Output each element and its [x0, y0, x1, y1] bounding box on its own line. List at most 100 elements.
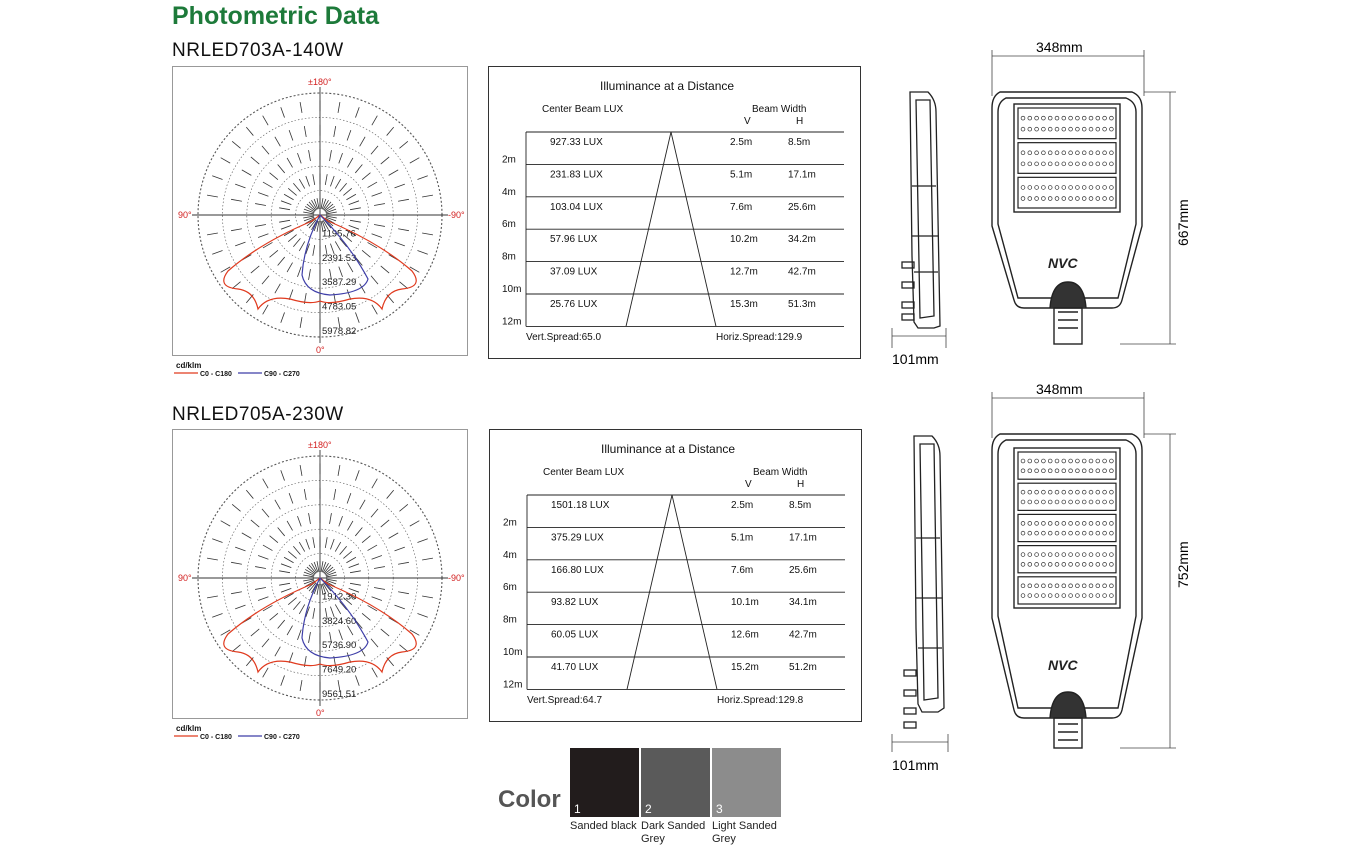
row-beam-h: 25.6m — [789, 565, 817, 576]
led-chip — [1088, 458, 1094, 464]
led-chip — [1027, 562, 1033, 567]
polar-spoke — [409, 266, 420, 273]
led-chip — [1095, 126, 1101, 132]
led-chip — [1054, 521, 1060, 526]
led-chip — [1075, 196, 1080, 201]
polar-spoke — [373, 587, 385, 590]
row-distance: 8m — [502, 252, 516, 263]
led-chip — [1088, 499, 1094, 505]
led-chip — [1088, 161, 1094, 167]
polar-spoke — [321, 198, 327, 210]
polar-spoke — [348, 200, 360, 205]
led-chip — [1061, 552, 1067, 557]
polar-spoke — [361, 612, 371, 621]
v-heading: V — [745, 479, 752, 490]
polar-spoke — [399, 644, 409, 653]
polar-spoke — [212, 613, 223, 618]
polar-spoke — [409, 629, 420, 636]
polar-spoke — [298, 178, 306, 189]
led-chip — [1075, 185, 1080, 190]
led-chip — [1068, 150, 1073, 156]
polar-spoke — [359, 499, 366, 510]
row-distance: 6m — [503, 582, 517, 593]
led-chip — [1088, 552, 1094, 557]
polar-spoke — [399, 503, 409, 512]
polar-spoke — [339, 182, 347, 192]
polar-spoke — [417, 250, 428, 255]
polar-spoke — [330, 175, 335, 187]
polar-spoke — [262, 478, 269, 489]
polar-spoke — [320, 561, 324, 573]
polar-right-label: -90° — [448, 210, 465, 220]
led-modules — [1017, 451, 1117, 605]
polar-spoke — [305, 606, 310, 618]
led-chip — [1054, 126, 1060, 132]
led-chip — [1047, 196, 1053, 201]
polar-spoke — [235, 241, 246, 247]
led-chip — [1095, 150, 1101, 156]
row-lux: 927.33 LUX — [550, 137, 603, 148]
led-chip — [1068, 521, 1073, 526]
polar-spoke — [346, 130, 352, 141]
vert-spread: Vert.Spread:64.7 — [527, 695, 602, 706]
led-chip — [1061, 583, 1067, 589]
polar-spoke — [250, 265, 260, 274]
polar-spoke — [287, 597, 297, 605]
polar-spoke — [231, 228, 242, 232]
legend-c0: C0 - C180 — [200, 734, 232, 741]
polar-spoke — [329, 513, 332, 525]
polar-spoke — [287, 234, 297, 242]
polar-spoke — [250, 628, 260, 637]
led-module — [1017, 545, 1117, 574]
polar-spoke — [298, 541, 306, 552]
polar-spoke — [347, 262, 354, 273]
polar-spoke — [325, 211, 337, 215]
led-chip — [1034, 521, 1039, 526]
polar-spoke — [343, 597, 353, 605]
led-chip — [1109, 593, 1114, 598]
polar-spoke — [311, 200, 318, 210]
polar-spoke — [280, 470, 285, 481]
led-chip — [1041, 499, 1046, 505]
led-chip — [1068, 468, 1073, 474]
led-chip — [1027, 196, 1033, 201]
polar-spoke — [235, 546, 246, 552]
row-lux: 375.29 LUX — [551, 532, 604, 543]
row-beam-h: 42.7m — [789, 630, 817, 641]
led-chip — [1075, 530, 1080, 536]
dimension-drawing-2: 101mm 348mm NVC 752mm — [891, 381, 1191, 773]
polar-spoke — [297, 515, 302, 527]
led-chip — [1061, 115, 1067, 121]
led-chip — [1041, 521, 1046, 526]
led-chip — [1034, 458, 1039, 464]
polar-spoke — [359, 136, 366, 147]
polar-spoke — [322, 200, 329, 210]
polar-spoke — [361, 535, 371, 544]
polar-spoke — [324, 566, 334, 575]
beam-cone-left — [625, 131, 672, 327]
polar-ring-value: 5736.90 — [322, 640, 356, 651]
led-chip — [1027, 552, 1033, 557]
led-chip — [1109, 530, 1114, 536]
led-chip — [1047, 489, 1053, 495]
polar-bottom-label: 0° — [316, 708, 325, 718]
led-chip — [1109, 126, 1114, 132]
led-chip — [1020, 489, 1026, 495]
legend-c90: C90 - C270 — [264, 371, 300, 378]
polar-spoke — [367, 242, 378, 249]
polar-spoke — [293, 182, 301, 192]
polar-unit: cd/klm — [176, 361, 201, 370]
polar-spoke — [324, 203, 334, 212]
row-lux: 231.83 LUX — [550, 169, 603, 180]
page-title: Photometric Data — [172, 2, 379, 30]
polar-spoke — [299, 101, 303, 113]
led-chip — [1088, 583, 1094, 589]
polar-spoke — [280, 107, 285, 118]
polar-spoke — [312, 244, 316, 256]
row-beam-v: 2.5m — [730, 137, 752, 148]
polar-spoke — [286, 520, 293, 531]
polar-spoke — [355, 470, 360, 481]
led-chip — [1088, 521, 1094, 526]
polar-spoke — [367, 605, 378, 612]
curve-c0-c180 — [223, 577, 417, 674]
